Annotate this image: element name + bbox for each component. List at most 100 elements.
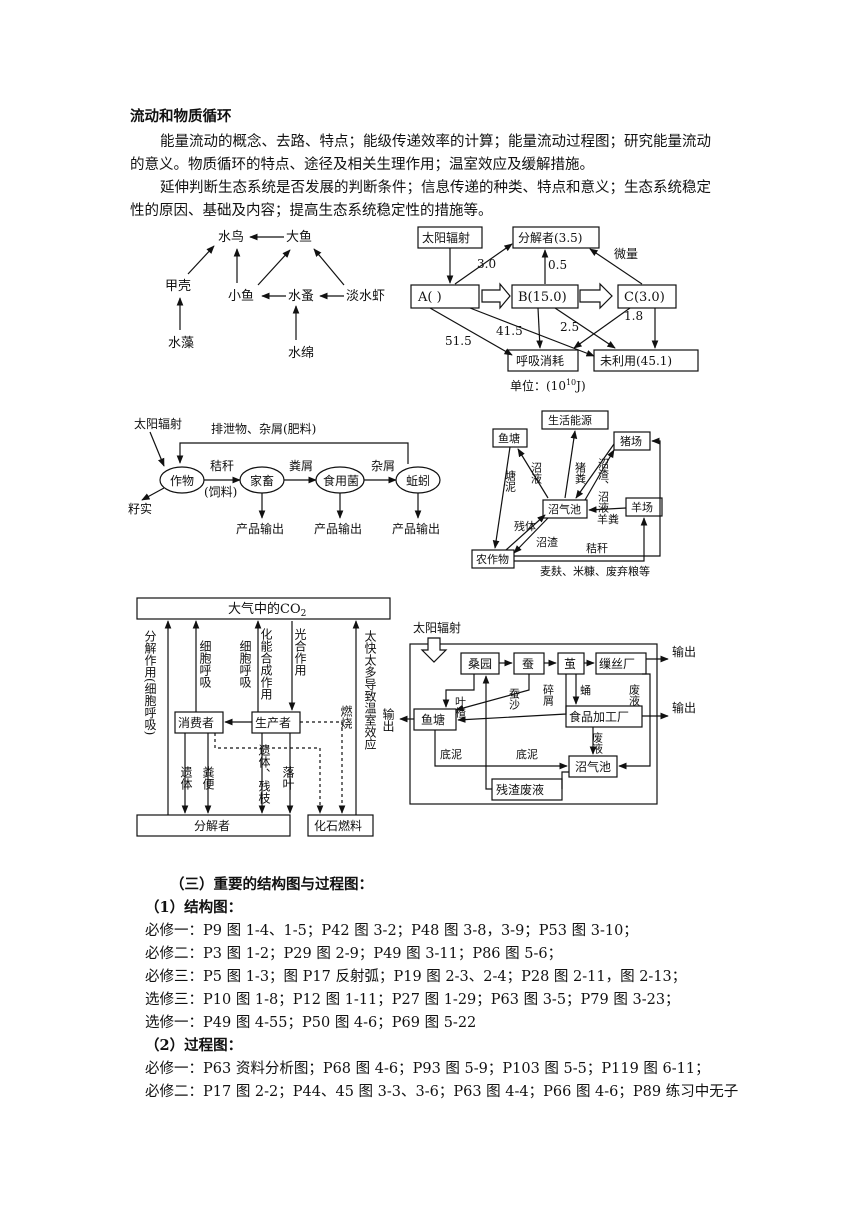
value-0-5: 0.5 [548, 258, 567, 272]
label-canbian: 残体 [514, 519, 536, 533]
node-yutang: 鱼塘 [421, 712, 445, 727]
biogas-cycle-diagram: 鱼塘 生活能源 猪场 沼气池 羊场 农作物 塘泥 沼液 猪粪 沼渣、沼液 羊粪 … [471, 410, 663, 578]
node-C: C(3.0) [624, 290, 665, 305]
node-sun: 太阳辐射 [422, 230, 470, 245]
label-weiliang: 微量 [614, 247, 638, 261]
node-qiuyin: 蚯蚓 [406, 473, 430, 488]
label-zaxie: 杂屑 [371, 459, 395, 473]
node-xiaofei: 消费者 [178, 716, 214, 730]
label-fenbian: 粪便 [201, 766, 215, 790]
label-huaneng: 化能合成作用 [259, 628, 273, 701]
value-1-8: 1.8 [624, 309, 643, 323]
label-yong: 蛹 [580, 684, 591, 697]
label-fenjie: 分解作用(细胞呼吸) [143, 630, 157, 736]
node-junti: 食用菌 [323, 473, 359, 488]
node-unused: 未利用(45.1) [600, 354, 672, 368]
value-3-0: 3.0 [477, 257, 496, 271]
label-siliao: (饲料) [204, 485, 237, 499]
list-item: 必修一：P9 图 1-4、1-5；P42 图 3-2；P48 图 3-8，3-9… [145, 923, 638, 939]
node-shuican: 水蚤 [288, 289, 314, 304]
label-out1: 产品输出 [236, 521, 284, 536]
label-suixie: 碎屑 [542, 683, 555, 706]
list-item: 必修二：P17 图 2-2；P44、45 图 3-3、3-6；P63 图 4-4… [145, 1084, 739, 1100]
label-zhufen: 猪粪 [574, 462, 587, 484]
value-41-5: 41.5 [496, 324, 523, 338]
label-out3: 产品输出 [392, 521, 440, 536]
node-sangyuan: 桑园 [468, 657, 492, 671]
node-decomposer: 分解者(3.5) [518, 231, 582, 245]
node-zhuchang: 猪场 [620, 434, 642, 448]
carbon-cycle-diagram: 大气中的CO2 消费者 生产者 分解者 化石燃料 分解作用(细胞呼吸) 细胞呼吸… [136, 597, 391, 837]
label-zhaozhaye: 沼渣、沼液 [597, 457, 610, 514]
node-B: B(15.0) [518, 290, 567, 305]
node-shengchan: 生产者 [255, 716, 291, 730]
agriculture-chain-diagram: 太阳辐射 排泄物、杂屑(肥料) 作物 秸秆 (饲料) 家畜 粪屑 食用菌 杂屑 … [128, 416, 441, 536]
paragraph-line: 延伸判断生态系统是否发展的判断条件；信息传递的种类、特点和意义；生态系统稳定 [160, 180, 711, 196]
node-A: A( ) [417, 290, 442, 305]
node-huashi: 化石燃料 [314, 818, 362, 833]
node-co2: 大气中的CO2 [228, 601, 306, 619]
label-dini1: 底泥 [440, 747, 462, 761]
paragraph-line: 性的原因、基础及内容；提高生态系统稳定性的措施等。 [130, 203, 493, 219]
node-respiration: 呼吸消耗 [516, 354, 564, 368]
label-zishi: 籽实 [128, 501, 152, 516]
label-yangfen: 羊粪 [597, 512, 619, 526]
food-web-diagram: 水鸟 大鱼 甲壳 小鱼 水蚤 淡水虾 水藻 水绵 [165, 229, 385, 361]
node-dayu: 大鱼 [286, 229, 312, 245]
value-51-5: 51.5 [445, 334, 472, 348]
node-jiake: 甲壳 [165, 279, 191, 294]
section-heading: 流动和物质循环 [130, 108, 232, 125]
node-shipin: 食品加工厂 [569, 709, 629, 724]
node-shuimian: 水绵 [288, 346, 314, 361]
label-yiti: 遗体 [179, 766, 193, 791]
list-item: 必修三：P5 图 1-3；图 P17 反射弧；P19 图 2-3、2-4；P28… [145, 969, 687, 985]
list-heading: （三）重要的结构图与过程图： [170, 876, 373, 893]
label-taikuai: 太快太多导致温室效应 [363, 629, 377, 750]
node-nengyuan: 生活能源 [548, 413, 592, 427]
label-out1: 输出 [672, 644, 696, 659]
node-zhaoqichi: 沼气池 [548, 502, 581, 516]
label-zhaoye: 沼液 [530, 461, 543, 485]
label-yiti2: 遗体、残枝 [257, 744, 271, 804]
label-feiye: 废液 [628, 683, 641, 707]
unit-label: 单位：(1010J) [510, 378, 586, 393]
label-dini2: 底泥 [516, 747, 538, 761]
label-xibao2: 细胞呼吸 [238, 640, 252, 689]
label-out2: 产品输出 [314, 521, 362, 536]
label-ranshao: 燃烧 [339, 704, 353, 729]
label-feiye2: 废液 [591, 731, 604, 755]
list-item: 选修一：P49 图 4-55；P50 图 4-6；P69 图 5-22 [145, 1015, 477, 1031]
node-nongzuowu: 农作物 [476, 552, 509, 566]
list-subheading: （2）过程图： [145, 1037, 243, 1054]
label-sun: 太阳辐射 [134, 416, 182, 431]
value-2-5: 2.5 [560, 320, 579, 334]
label-fenxie: 粪屑 [289, 459, 313, 473]
label-out3: 输出 [672, 700, 696, 715]
node-jiachu: 家畜 [250, 473, 274, 488]
node-jian: 茧 [564, 657, 576, 671]
label-out2: 输出 [381, 707, 395, 732]
label-paixie: 排泄物、杂屑(肥料) [211, 422, 316, 436]
node-xia: 淡水虾 [346, 289, 385, 304]
list-item: 选修三：P10 图 1-8；P12 图 1-11；P27 图 1-29；P63 … [145, 992, 680, 1008]
paragraph-line: 的意义。物质循环的特点、途径及相关生理作用；温室效应及缓解措施。 [130, 157, 594, 173]
paragraph-line: 能量流动的概念、去路、特点；能级传递效率的计算；能量流动过程图；研究能量流动 [160, 134, 711, 150]
node-shuizao: 水藻 [168, 336, 194, 351]
node-xiaoyu: 小鱼 [228, 288, 254, 304]
node-yangchang: 羊场 [631, 500, 653, 514]
node-canzha: 残渣废液 [496, 782, 544, 797]
silk-fishpond-diagram: 太阳辐射 桑园 蚕 茧 缫丝厂 鱼塘 食品加工厂 沼气池 残渣废液 输出 输出 … [381, 620, 696, 805]
label-tangni: 塘泥 [504, 469, 517, 493]
label-bottom: 麦麸、米糠、废弃粮等 [540, 564, 650, 578]
energy-flow-diagram: 太阳辐射 分解者(3.5) 微量 A( ) B(15.0) C(3.0) 呼吸消… [410, 226, 699, 393]
label-xibao1: 细胞呼吸 [198, 640, 212, 689]
label-sun: 太阳辐射 [413, 620, 461, 635]
list-subheading: （1）结构图： [145, 899, 243, 916]
label-guanghe: 光合作用 [293, 628, 307, 677]
node-zhaoqi: 沼气池 [575, 759, 611, 774]
node-sichang: 缫丝厂 [599, 657, 635, 671]
node-yutang: 鱼塘 [498, 431, 520, 445]
label-luoye: 落叶 [281, 766, 295, 791]
node-shuiniao: 水鸟 [218, 229, 244, 245]
